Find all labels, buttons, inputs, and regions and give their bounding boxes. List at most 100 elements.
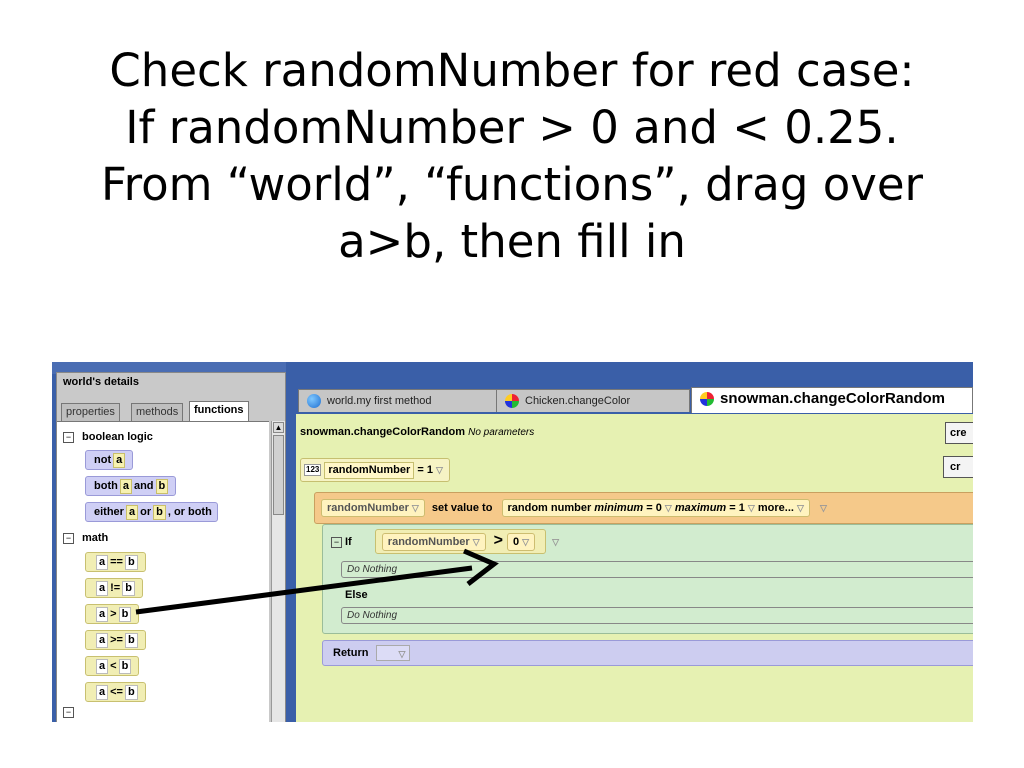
tab-label: Chicken.changeColor bbox=[525, 395, 631, 407]
dropdown-icon[interactable]: ▽ bbox=[819, 503, 827, 513]
tile-arg: a bbox=[96, 607, 109, 622]
slide-title: Check randomNumber for red case: If rand… bbox=[0, 42, 1024, 270]
title-line-2: If randomNumber > 0 and < 0.25. bbox=[125, 101, 899, 154]
tile-arg: a bbox=[96, 685, 109, 700]
title-line-4: a>b, then fill in bbox=[338, 215, 686, 268]
dropdown-icon[interactable]: ▽ bbox=[664, 503, 672, 513]
scroll-up-icon[interactable]: ▲ bbox=[273, 422, 284, 433]
return-statement[interactable]: Return ▽ bbox=[322, 640, 973, 666]
tile-text: not bbox=[94, 454, 112, 466]
tile-op: <= bbox=[110, 686, 123, 698]
tab-functions[interactable]: functions bbox=[189, 401, 249, 421]
set-keyword: set bbox=[431, 502, 448, 514]
category-label: boolean logic bbox=[82, 431, 153, 443]
tab-label: snowman.changeColorRandom bbox=[720, 390, 946, 407]
title-line-1: Check randomNumber for red case: bbox=[109, 44, 915, 97]
tab-methods[interactable]: methods bbox=[131, 403, 184, 421]
color-wheel-icon bbox=[505, 394, 519, 409]
tile-arg: b bbox=[118, 659, 132, 674]
collapse-icon[interactable]: − bbox=[63, 706, 74, 718]
tile-op: != bbox=[110, 582, 121, 594]
tab-label: world.my first method bbox=[327, 395, 432, 407]
tile-arg: a bbox=[125, 505, 139, 520]
title-line-3: From “world”, “functions”, drag over bbox=[100, 158, 924, 211]
tab-world-my-first-method[interactable]: world.my first method bbox=[298, 389, 498, 412]
category-label: math bbox=[82, 532, 109, 544]
tile-text: or bbox=[140, 506, 152, 518]
set-target[interactable]: randomNumber▽ bbox=[321, 499, 425, 517]
value-to-keyword: value to bbox=[450, 502, 493, 514]
tab-snowman-changecolorrandom[interactable]: snowman.changeColorRandom bbox=[691, 387, 973, 413]
category-math[interactable]: −math bbox=[63, 532, 108, 544]
tile-arg: b bbox=[124, 633, 138, 648]
tile-a-gte-b[interactable]: a>=b bbox=[85, 630, 146, 650]
tile-arg: a bbox=[96, 581, 109, 596]
variable-value[interactable]: 1 bbox=[426, 464, 433, 476]
if-condition[interactable]: randomNumber▽>0▽ bbox=[374, 529, 547, 554]
category-more[interactable]: − bbox=[63, 706, 82, 718]
dropdown-icon[interactable]: ▽ bbox=[747, 503, 755, 513]
tile-arg: b bbox=[124, 685, 138, 700]
tile-op: < bbox=[110, 660, 117, 672]
collapse-icon[interactable]: − bbox=[331, 536, 342, 548]
collapse-icon[interactable]: − bbox=[63, 431, 74, 443]
tile-text: either bbox=[94, 506, 124, 518]
if-header: −If randomNumber▽>0▽ ▽ bbox=[331, 529, 559, 554]
if-body-do-nothing[interactable]: Do Nothing bbox=[341, 561, 973, 578]
return-value-slot[interactable]: ▽ bbox=[376, 645, 411, 662]
random-number-function[interactable]: random number minimum = 0▽ maximum = 1▽ … bbox=[501, 499, 810, 517]
tile-text: , or both bbox=[167, 506, 212, 518]
tab-properties[interactable]: properties bbox=[61, 403, 120, 421]
details-panel: world's details properties methods funct… bbox=[56, 372, 286, 722]
tile-op: >= bbox=[110, 634, 123, 646]
tile-op: > bbox=[110, 608, 117, 620]
else-keyword: Else bbox=[345, 589, 368, 601]
tile-arg: b bbox=[155, 479, 169, 494]
create-variable-button[interactable]: cr bbox=[943, 456, 973, 478]
dropdown-icon[interactable]: ▽ bbox=[796, 503, 804, 513]
set-value-statement[interactable]: randomNumber▽ set value to random number… bbox=[314, 492, 973, 524]
if-else-statement[interactable]: −If randomNumber▽>0▽ ▽ Do Nothing Else D… bbox=[322, 524, 973, 634]
tab-chicken-changecolor[interactable]: Chicken.changeColor bbox=[496, 389, 690, 412]
dropdown-icon[interactable]: ▽ bbox=[472, 537, 480, 547]
drag-arrow bbox=[135, 548, 499, 615]
tile-arg: a bbox=[96, 633, 109, 648]
more-button[interactable]: more... bbox=[757, 502, 794, 514]
tile-a-neq-b[interactable]: a!=b bbox=[85, 578, 143, 598]
create-parameter-button[interactable]: cre bbox=[945, 422, 973, 444]
condition-value-text: 0 bbox=[512, 536, 520, 548]
category-boolean-logic[interactable]: −boolean logic bbox=[63, 431, 153, 443]
tile-a-gt-b[interactable]: a>b bbox=[85, 604, 140, 624]
return-keyword: Return bbox=[333, 647, 369, 659]
tile-a-eq-b[interactable]: a==b bbox=[85, 552, 146, 572]
method-name: snowman.changeColorRandom bbox=[300, 426, 466, 438]
tile-arg: b bbox=[153, 505, 166, 520]
dropdown-icon[interactable]: ▽ bbox=[522, 537, 530, 547]
scroll-thumb[interactable] bbox=[273, 435, 284, 515]
tile-arg: a bbox=[113, 453, 126, 468]
dropdown-icon[interactable]: ▽ bbox=[435, 465, 443, 475]
tile-a-lt-b[interactable]: a<b bbox=[85, 656, 140, 676]
else-body-do-nothing[interactable]: Do Nothing bbox=[341, 607, 973, 624]
dropdown-icon[interactable]: ▽ bbox=[552, 537, 559, 547]
min-label: minimum bbox=[594, 502, 644, 514]
condition-variable[interactable]: randomNumber▽ bbox=[381, 533, 486, 551]
number-type-icon: 123 bbox=[304, 464, 322, 477]
tile-arg: b bbox=[124, 555, 138, 570]
functions-scrollbar[interactable]: ▲ bbox=[271, 421, 285, 722]
tile-text: both bbox=[94, 480, 118, 492]
tile-arg: b bbox=[122, 581, 135, 596]
min-value[interactable]: = 0 bbox=[646, 502, 662, 514]
world-globe-icon bbox=[307, 394, 321, 409]
condition-value[interactable]: 0▽ bbox=[506, 533, 536, 551]
tile-a-lte-b[interactable]: a<=b bbox=[85, 682, 146, 702]
arrow-head bbox=[463, 548, 499, 586]
collapse-icon[interactable]: − bbox=[63, 532, 74, 544]
dropdown-icon[interactable]: ▽ bbox=[411, 503, 419, 513]
max-value[interactable]: = 1 bbox=[729, 502, 745, 514]
